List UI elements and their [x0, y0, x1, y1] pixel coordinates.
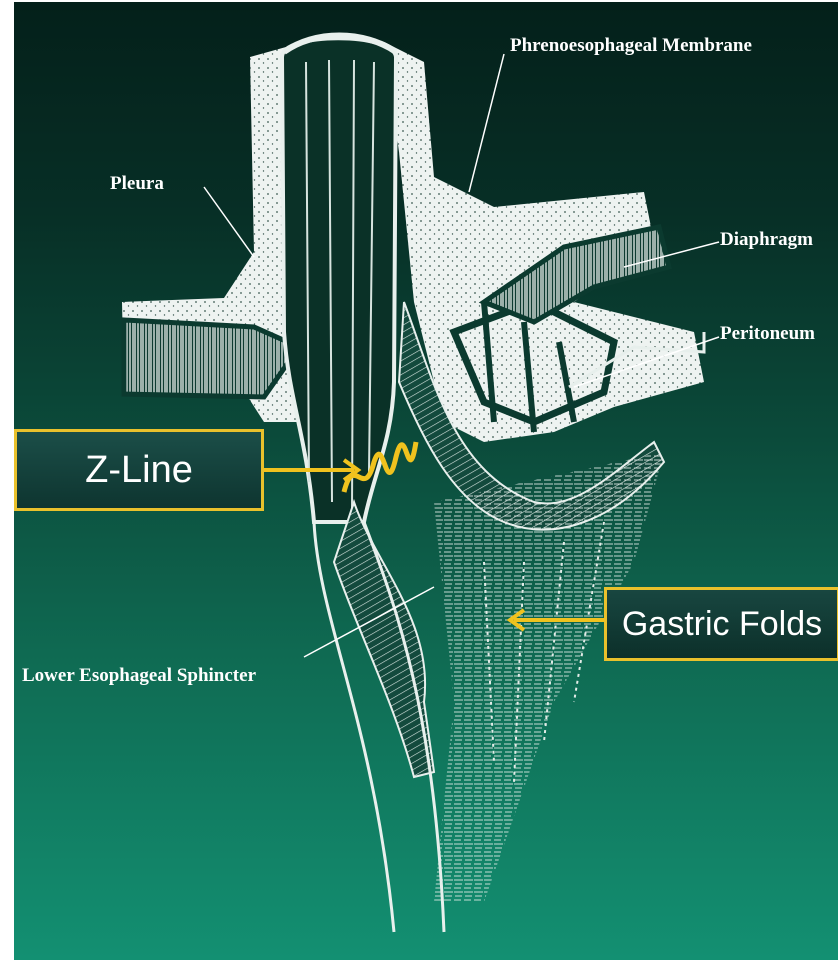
gastric-folds	[434, 452, 664, 902]
label-peritoneum: Peritoneum	[720, 324, 815, 343]
label-phrenoesophageal-membrane: Phrenoesophageal Membrane	[510, 36, 752, 55]
esophagus	[282, 36, 396, 523]
gastric-folds-callout: Gastric Folds	[604, 587, 838, 661]
anatomy-figure: Phrenoesophageal Membrane Pleura Diaphra…	[14, 2, 838, 960]
label-lower-esophageal-sphincter: Lower Esophageal Sphincter	[22, 666, 256, 685]
label-diaphragm: Diaphragm	[720, 230, 813, 249]
label-pleura: Pleura	[110, 174, 164, 193]
z-line-callout: Z-Line	[14, 429, 264, 511]
